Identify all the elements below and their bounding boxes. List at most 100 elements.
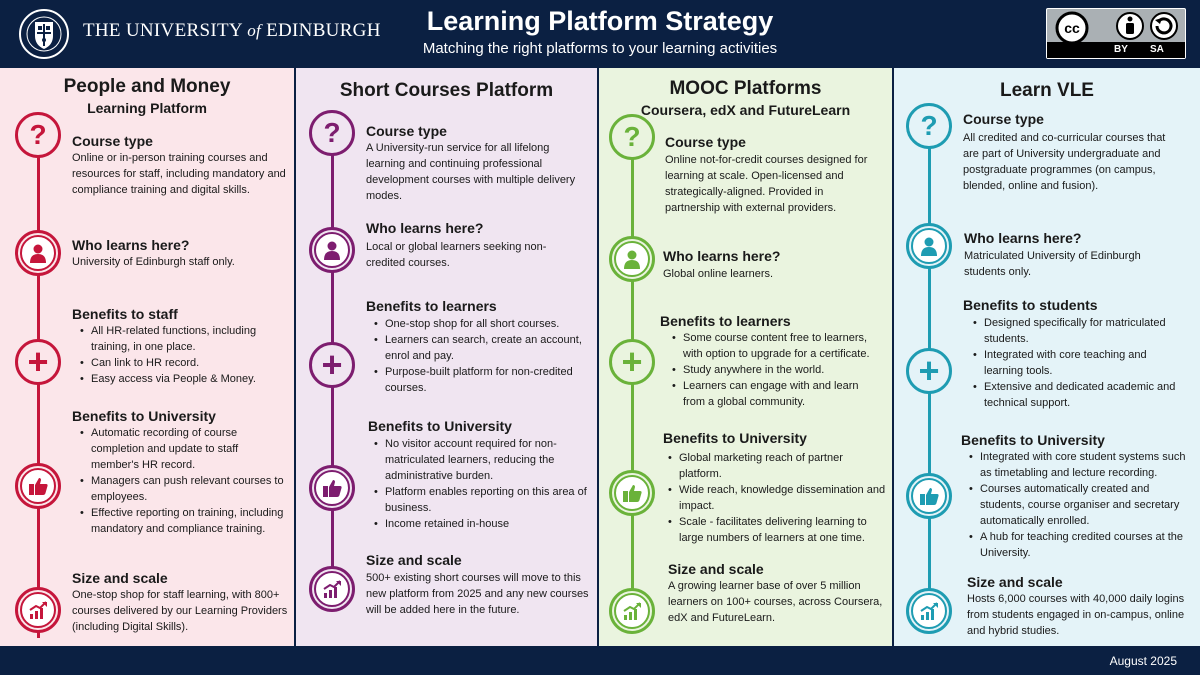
license-by-label: BY [1114,44,1128,55]
section-heading: Benefits to learners [366,298,497,314]
license-sa-label: SA [1150,44,1164,55]
growth-chart-icon [609,588,655,634]
question-icon: ? [609,114,655,160]
column-subtitle: Coursera, edX and FutureLearn [640,102,851,118]
footer-bar: August 2025 [0,646,1200,675]
svg-text:cc: cc [1064,20,1080,36]
bullet-list: One-stop shop for all short courses. Lea… [373,316,588,396]
section-heading: Benefits to University [961,432,1105,448]
section-heading: Benefits to University [72,408,216,424]
bullet-item: Learners can search, create an account, … [373,332,588,364]
header-bar: THE UNIVERSITY of EDINBURGH Learning Pla… [0,0,1200,68]
section-heading: Course type [665,134,746,150]
question-icon: ? [15,112,61,158]
plus-icon: + [309,342,355,388]
section-heading: Size and scale [668,561,764,577]
bullet-item: No visitor account required for non-matr… [373,436,588,484]
university-crest-logo [18,8,70,60]
section-text: Matriculated University of Edinburgh stu… [964,250,1141,278]
bullet-item: Integrated with core student systems suc… [968,449,1190,481]
bullet-item: Managers can push relevant courses to em… [79,473,284,505]
bullet-list: Global marketing reach of partner platfo… [667,450,887,546]
person-icon [906,223,952,269]
cc-by-sa-license-badge: cc BY SA [1046,8,1186,59]
bullet-item: Extensive and dedicated academic and tec… [972,379,1182,411]
section-heading: Course type [963,111,1044,127]
column-learn-vle: Learn VLE ? Course type All credited and… [894,68,1200,646]
bullet-item: Designed specifically for matriculated s… [972,315,1182,347]
section-heading: Size and scale [967,574,1063,590]
section-heading: Who learns here? [72,237,190,253]
bullet-item: Integrated with core teaching and learni… [972,347,1182,379]
plus-icon: + [609,339,655,385]
bullet-item: All HR-related functions, including trai… [79,323,279,355]
bullet-item: Can link to HR record. [79,355,279,371]
growth-chart-icon [906,588,952,634]
bullet-list: No visitor account required for non-matr… [373,436,588,532]
section-text: Online not-for-credit courses designed f… [665,154,868,214]
section-text: Hosts 6,000 courses with 40,000 daily lo… [967,593,1185,637]
university-name: THE UNIVERSITY of EDINBURGH [83,20,381,42]
section-heading: Benefits to University [663,430,807,446]
column-title: People and Money [63,76,231,97]
person-icon [15,230,61,276]
page-subtitle: Matching the right platforms to your lea… [422,40,778,57]
section-text: 500+ existing short courses will move to… [366,572,589,616]
growth-chart-icon [15,587,61,633]
section-heading: Size and scale [366,552,462,568]
growth-chart-icon [309,566,355,612]
bullet-item: Purpose-built platform for non-credited … [373,364,588,396]
bullet-item: Learners can engage with and learn from … [671,378,881,410]
section-text: A growing learner base of over 5 million… [668,580,883,624]
section-text: One-stop shop for staff learning, with 8… [72,589,288,633]
question-icon: ? [309,110,355,156]
bullet-item: Wide reach, knowledge dissemination and … [667,482,887,514]
bullet-list: Designed specifically for matriculated s… [972,315,1182,411]
share-alike-icon [1150,12,1178,40]
timeline-line [37,138,40,638]
university-name-edinburgh: EDINBURGH [266,20,381,41]
question-icon: ? [906,103,952,149]
license-strip [1047,42,1185,58]
thumbs-up-icon [906,473,952,519]
column-title: Short Courses Platform [339,80,554,101]
bullet-item: Global marketing reach of partner platfo… [667,450,887,482]
column-subtitle: Learning Platform [87,100,207,116]
bullet-list: All HR-related functions, including trai… [79,323,279,387]
column-title: MOOC Platforms [669,78,822,99]
bullet-list: Integrated with core student systems suc… [968,449,1190,561]
publication-date: August 2025 [1109,654,1177,668]
plus-icon: + [15,339,61,385]
section-heading: Who learns here? [964,230,1082,246]
section-heading: Benefits to staff [72,306,178,322]
section-text: Global online learners. [663,268,774,280]
bullet-item: Platform enables reporting on this area … [373,484,588,516]
bullet-item: Income retained in-house [373,516,588,532]
section-heading: Course type [366,123,447,139]
plus-icon: + [906,348,952,394]
bullet-item: Courses automatically created and studen… [968,481,1190,529]
bullet-item: Some course content free to learners, wi… [671,330,881,362]
section-text: University of Edinburgh staff only. [72,256,235,268]
section-text: Local or global learners seeking non-cre… [366,241,547,269]
section-heading: Benefits to students [963,297,1098,313]
thumbs-up-icon [609,470,655,516]
page-title: Learning Platform Strategy [426,6,774,36]
bullet-item: Study anywhere in the world. [671,362,881,378]
person-icon [309,227,355,273]
thumbs-up-icon [309,465,355,511]
section-text: A University-run service for all lifelon… [366,142,576,202]
bullet-item: Effective reporting on training, includi… [79,505,284,537]
column-people-and-money: People and Money Learning Platform ? Cou… [0,68,296,646]
column-short-courses: Short Courses Platform ? Course type A U… [296,68,599,646]
bullet-list: Some course content free to learners, wi… [671,330,881,410]
bullet-list: Automatic recording of course completion… [79,425,284,537]
thumbs-up-icon [15,463,61,509]
section-heading: Course type [72,133,153,149]
column-title: Learn VLE [1000,80,1094,101]
section-heading: Who learns here? [366,220,484,236]
university-name-of: of [247,21,262,40]
section-heading: Size and scale [72,570,168,586]
bullet-item: A hub for teaching credited courses at t… [968,529,1190,561]
